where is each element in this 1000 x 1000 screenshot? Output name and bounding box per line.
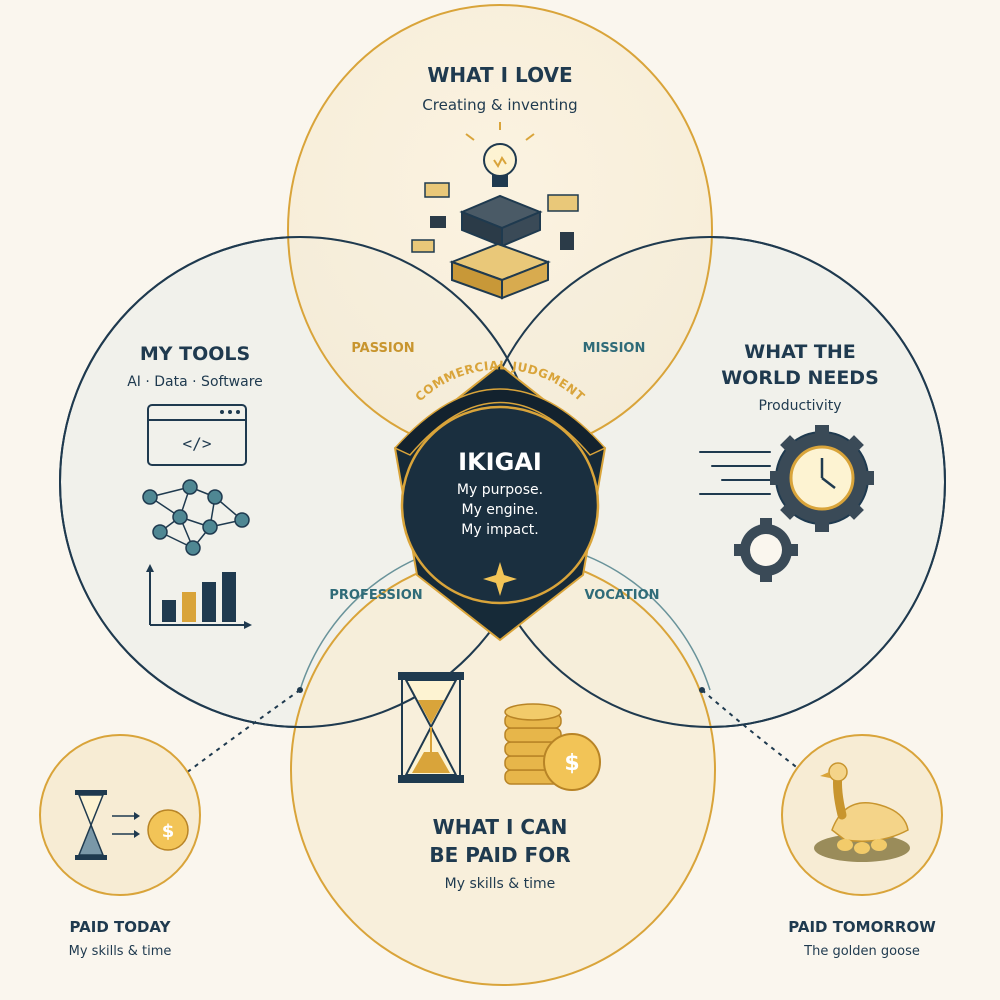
connector-left bbox=[169, 689, 301, 786]
paid-today-title: PAID TODAY bbox=[70, 918, 172, 936]
lightbulb-lego-icon bbox=[411, 122, 579, 300]
world-title-line1: WHAT THE bbox=[744, 341, 856, 363]
paid-today-subtitle: My skills & time bbox=[69, 944, 172, 959]
paid-subtitle: My skills & time bbox=[445, 876, 556, 892]
ikigai-line1: My purpose. bbox=[457, 482, 543, 498]
clock-gears-icon bbox=[699, 425, 874, 582]
paid-tomorrow-title: PAID TOMORROW bbox=[788, 918, 936, 936]
sparkle-icon bbox=[483, 562, 517, 596]
paid-title-line1: WHAT I CAN bbox=[433, 815, 568, 839]
paid-tomorrow-subtitle: The golden goose bbox=[803, 944, 920, 959]
code-window-icon: </> bbox=[147, 404, 247, 466]
svg-text:$: $ bbox=[162, 821, 175, 842]
bar-chart-icon bbox=[146, 564, 252, 629]
svg-text:</>: </> bbox=[183, 434, 212, 453]
ikigai-line2: My engine. bbox=[461, 502, 538, 518]
overlap-vocation: VOCATION bbox=[584, 588, 659, 603]
love-subtitle: Creating & inventing bbox=[422, 96, 577, 114]
world-subtitle: Productivity bbox=[759, 398, 842, 414]
ikigai-title: IKIGAI bbox=[458, 448, 542, 476]
love-title: WHAT I LOVE bbox=[427, 63, 572, 87]
overlap-profession: PROFESSION bbox=[329, 588, 422, 603]
svg-text:$: $ bbox=[564, 751, 579, 776]
overlap-passion: PASSION bbox=[351, 341, 414, 356]
network-graph-icon bbox=[142, 479, 250, 556]
tools-subtitle: AI · Data · Software bbox=[127, 374, 263, 390]
world-title-line2: WORLD NEEDS bbox=[721, 367, 879, 389]
golden-goose-icon bbox=[814, 762, 910, 862]
ikigai-line3: My impact. bbox=[461, 522, 538, 538]
hourglass-to-coin-icon: $ bbox=[75, 790, 189, 860]
hourglass-coins-icon: $ bbox=[398, 672, 601, 791]
paid-title-line2: BE PAID FOR bbox=[429, 843, 570, 867]
ikigai-center: COMMERCIAL JUDGMENT IKIGAI My purpose. M… bbox=[393, 358, 607, 642]
overlap-mission: MISSION bbox=[583, 341, 646, 356]
tools-title: MY TOOLS bbox=[140, 343, 250, 365]
